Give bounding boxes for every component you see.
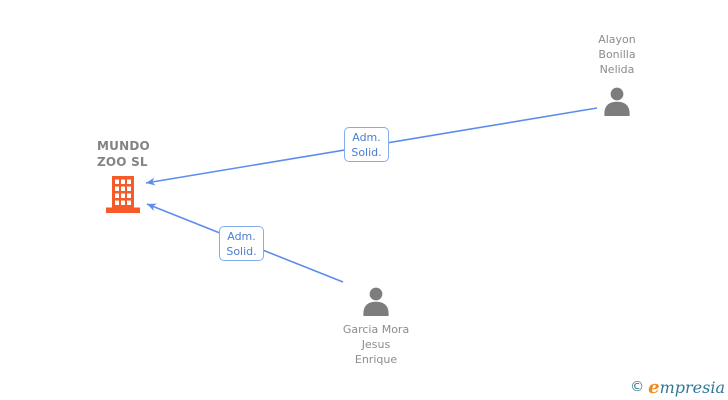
edge-label-line: Adm. [352,130,381,144]
empresia-watermark: ©empresia [630,377,725,398]
company-name-label: MUNDO ZOO SL [97,138,150,170]
person-icon[interactable] [599,87,635,116]
edge-label-line: Adm. [227,229,256,243]
empresia-logo-initial: e [648,377,660,398]
person-name-line: Garcia Mora [342,323,410,336]
person-icon[interactable] [358,287,394,316]
person-name-line: Bonilla [598,48,636,61]
edge-label-line: Solid. [351,145,382,159]
person-name-line: Enrique [354,353,398,366]
person-name-line: Jesus [361,338,391,351]
person-name-label-alayon: Alayon Bonilla Nelida [557,32,677,77]
person-name-line: Alayon [598,33,636,46]
company-name-line: ZOO SL [97,155,148,169]
edge-label-adm-solid-1: Adm. Solid. [344,127,389,162]
copyright-icon: © [630,379,645,395]
person-name-line: Nelida [599,63,635,76]
company-name-line: MUNDO [97,139,150,153]
edge-label-adm-solid-2: Adm. Solid. [219,226,264,261]
edge-label-line: Solid. [226,244,257,258]
building-icon[interactable] [106,176,140,214]
person-name-label-garcia: Garcia Mora Jesus Enrique [316,322,436,367]
empresia-logo-text: mpresia [659,378,725,397]
